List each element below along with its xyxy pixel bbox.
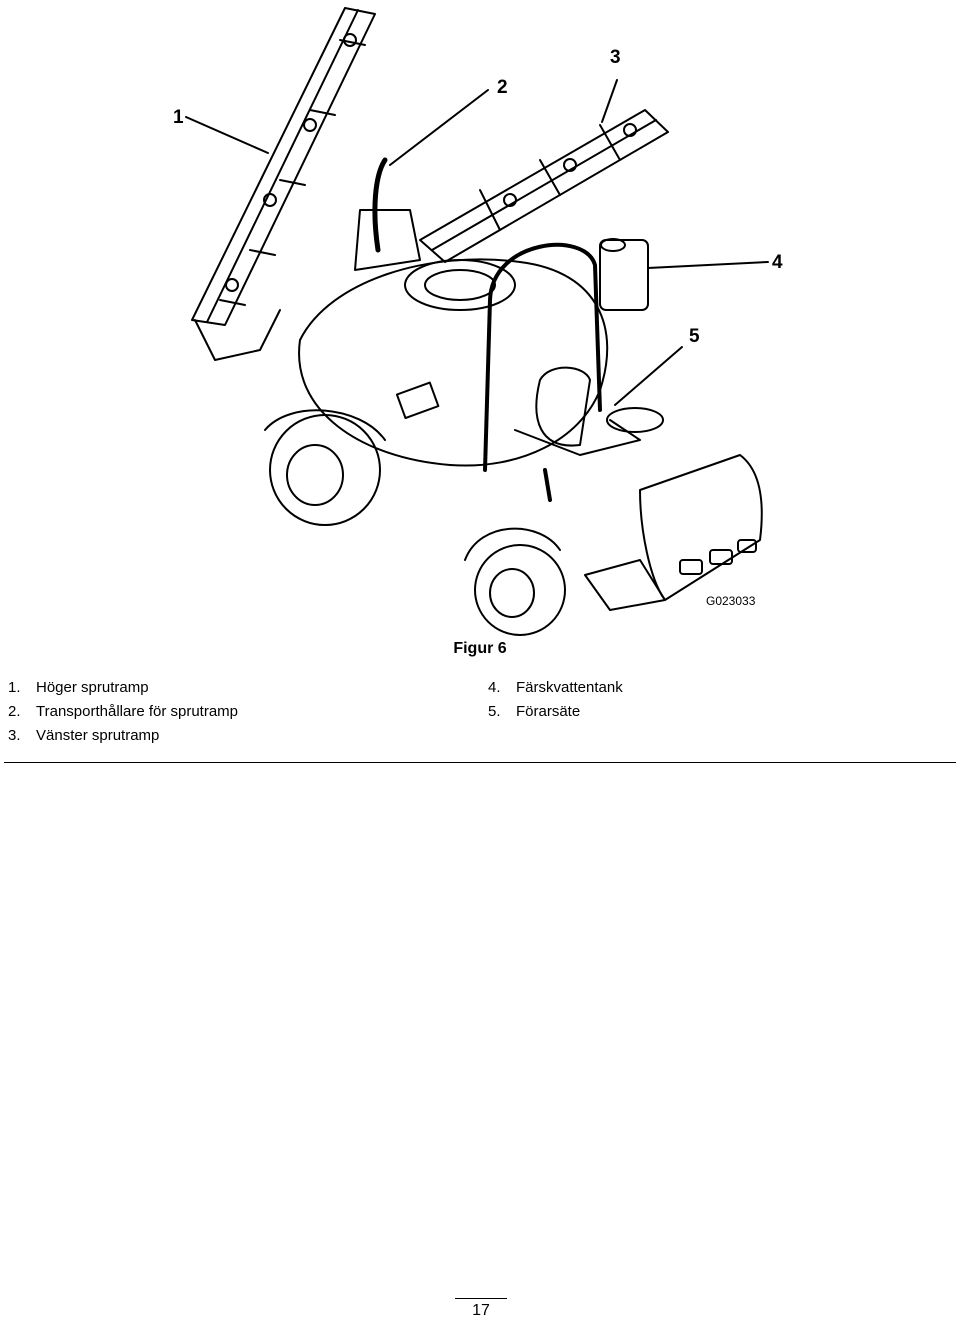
page-number: 17	[472, 1302, 490, 1319]
transport-holder	[354, 157, 421, 271]
operator-seat	[514, 366, 641, 502]
legend-text: Transporthållare för sprutramp	[36, 703, 239, 720]
legend-item: 4. Färskvattentank	[488, 676, 623, 700]
steering-wheel	[606, 407, 664, 433]
legend-item: 5. Förarsäte	[488, 700, 623, 724]
leader-lines	[185, 79, 769, 406]
legend-left-column: 1. Höger sprutramp 2. Transporthållare för…	[8, 676, 238, 748]
figure-caption: Figur 6	[453, 640, 507, 657]
left-boom	[419, 109, 669, 263]
legend-item: 2. Transporthållare för sprutramp	[8, 700, 238, 724]
section-divider	[4, 762, 956, 763]
roll-bar	[483, 242, 602, 472]
legend-number: 3.	[8, 727, 21, 744]
legend-number: 2.	[8, 703, 21, 720]
legend-text: Förarsäte	[516, 703, 581, 720]
wheels	[264, 409, 566, 636]
spray-tank	[298, 258, 609, 467]
page-number-rule	[455, 1298, 507, 1299]
callout-3: 3	[610, 47, 621, 68]
callout-5: 5	[689, 326, 700, 347]
figure-code: G023033	[706, 594, 756, 608]
right-boom	[191, 7, 376, 361]
sprayer-line-drawing	[185, 7, 769, 636]
legend-number: 5.	[488, 703, 501, 720]
callout-1: 1	[173, 107, 184, 128]
rear-body	[584, 454, 763, 611]
legend-text: Färskvattentank	[516, 679, 623, 696]
legend-item: 3. Vänster sprutramp	[8, 724, 238, 748]
callout-2: 2	[497, 77, 508, 98]
sprayer-illustration	[0, 0, 960, 640]
fresh-water-tank	[599, 238, 649, 311]
legend-text: Höger sprutramp	[36, 679, 149, 696]
legend-right-column: 4. Färskvattentank 5. Förarsäte	[488, 676, 623, 724]
legend-number: 1.	[8, 679, 21, 696]
legend-text: Vänster sprutramp	[36, 727, 160, 744]
legend-item: 1. Höger sprutramp	[8, 676, 238, 700]
callout-4: 4	[772, 252, 783, 273]
legend-number: 4.	[488, 679, 501, 696]
